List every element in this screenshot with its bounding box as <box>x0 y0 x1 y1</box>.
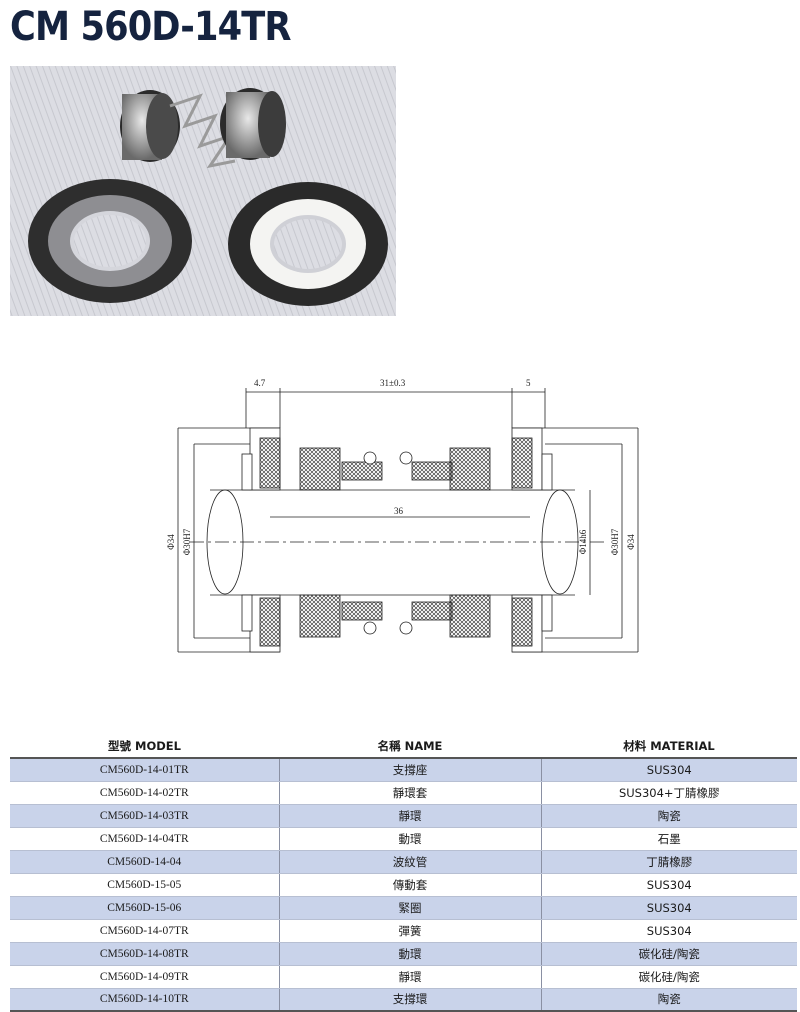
cell-name: 波紋管 <box>278 850 541 874</box>
dim-bore-right: Φ30H7 <box>610 528 620 555</box>
cell-model: CM560D-14-09TR <box>10 965 279 989</box>
dim-bore-left: Φ30H7 <box>182 528 192 555</box>
dim-outer-right: Φ34 <box>626 534 636 550</box>
dim-outer-left: Φ34 <box>166 534 176 550</box>
cell-material: SUS304 <box>540 758 797 782</box>
cell-name: 支撐環 <box>278 988 541 1012</box>
parts-table: 型號 MODEL 名稱 NAME 材料 MATERIAL CM560D-14-0… <box>10 734 797 1012</box>
cell-material: SUS304+丁腈橡膠 <box>540 781 797 805</box>
cell-model: CM560D-14-07TR <box>10 919 279 943</box>
cell-name: 支撐座 <box>278 758 541 782</box>
cell-name: 緊圈 <box>278 896 541 920</box>
cell-material: 碳化硅/陶瓷 <box>540 965 797 989</box>
cell-name: 彈簧 <box>278 919 541 943</box>
cell-material: SUS304 <box>540 896 797 920</box>
cell-material: 陶瓷 <box>540 804 797 828</box>
cell-model: CM560D-14-03TR <box>10 804 279 828</box>
table-header-row: 型號 MODEL 名稱 NAME 材料 MATERIAL <box>10 734 797 759</box>
dim-length: 36 <box>394 506 404 516</box>
header-material: 材料 MATERIAL <box>541 734 797 759</box>
cell-material: SUS304 <box>540 919 797 943</box>
dim-center: 31±0.3 <box>380 378 406 388</box>
dim-right-width: 5 <box>526 378 531 388</box>
product-photo <box>10 66 396 316</box>
cell-model: CM560D-14-04TR <box>10 827 279 851</box>
cell-name: 靜環 <box>278 965 541 989</box>
cell-model: CM560D-15-06 <box>10 896 279 920</box>
cell-name: 傳動套 <box>278 873 541 897</box>
cell-material: 碳化硅/陶瓷 <box>540 942 797 966</box>
header-name: 名稱 NAME <box>279 734 541 759</box>
technical-drawing: 4.7 31±0.3 5 36 Φ34 Φ30H7 Φ14h6 Φ30H7 Φ3… <box>166 378 639 653</box>
cell-name: 動環 <box>278 942 541 966</box>
cell-material: 石墨 <box>540 827 797 851</box>
seat-ring-right <box>228 182 388 306</box>
seal-head-left <box>120 90 180 162</box>
cell-model: CM560D-15-05 <box>10 873 279 897</box>
cell-model: CM560D-14-10TR <box>10 988 279 1012</box>
spring <box>169 93 236 169</box>
cell-model: CM560D-14-08TR <box>10 942 279 966</box>
cell-material: 丁腈橡膠 <box>540 850 797 874</box>
dim-shaft: Φ14h6 <box>578 529 588 554</box>
cell-material: 陶瓷 <box>540 988 797 1012</box>
page-title: CM 560D-14TR <box>10 4 292 50</box>
cell-name: 動環 <box>278 827 541 851</box>
dim-left-width: 4.7 <box>254 378 266 388</box>
cell-model: CM560D-14-02TR <box>10 781 279 805</box>
seat-ring-left <box>28 179 192 303</box>
seal-head-right <box>220 88 286 160</box>
cell-name: 靜環 <box>278 804 541 828</box>
cell-name: 靜環套 <box>278 781 541 805</box>
cell-model: CM560D-14-01TR <box>10 758 279 782</box>
cell-model: CM560D-14-04 <box>10 850 279 874</box>
cell-material: SUS304 <box>540 873 797 897</box>
header-model: 型號 MODEL <box>10 734 279 759</box>
